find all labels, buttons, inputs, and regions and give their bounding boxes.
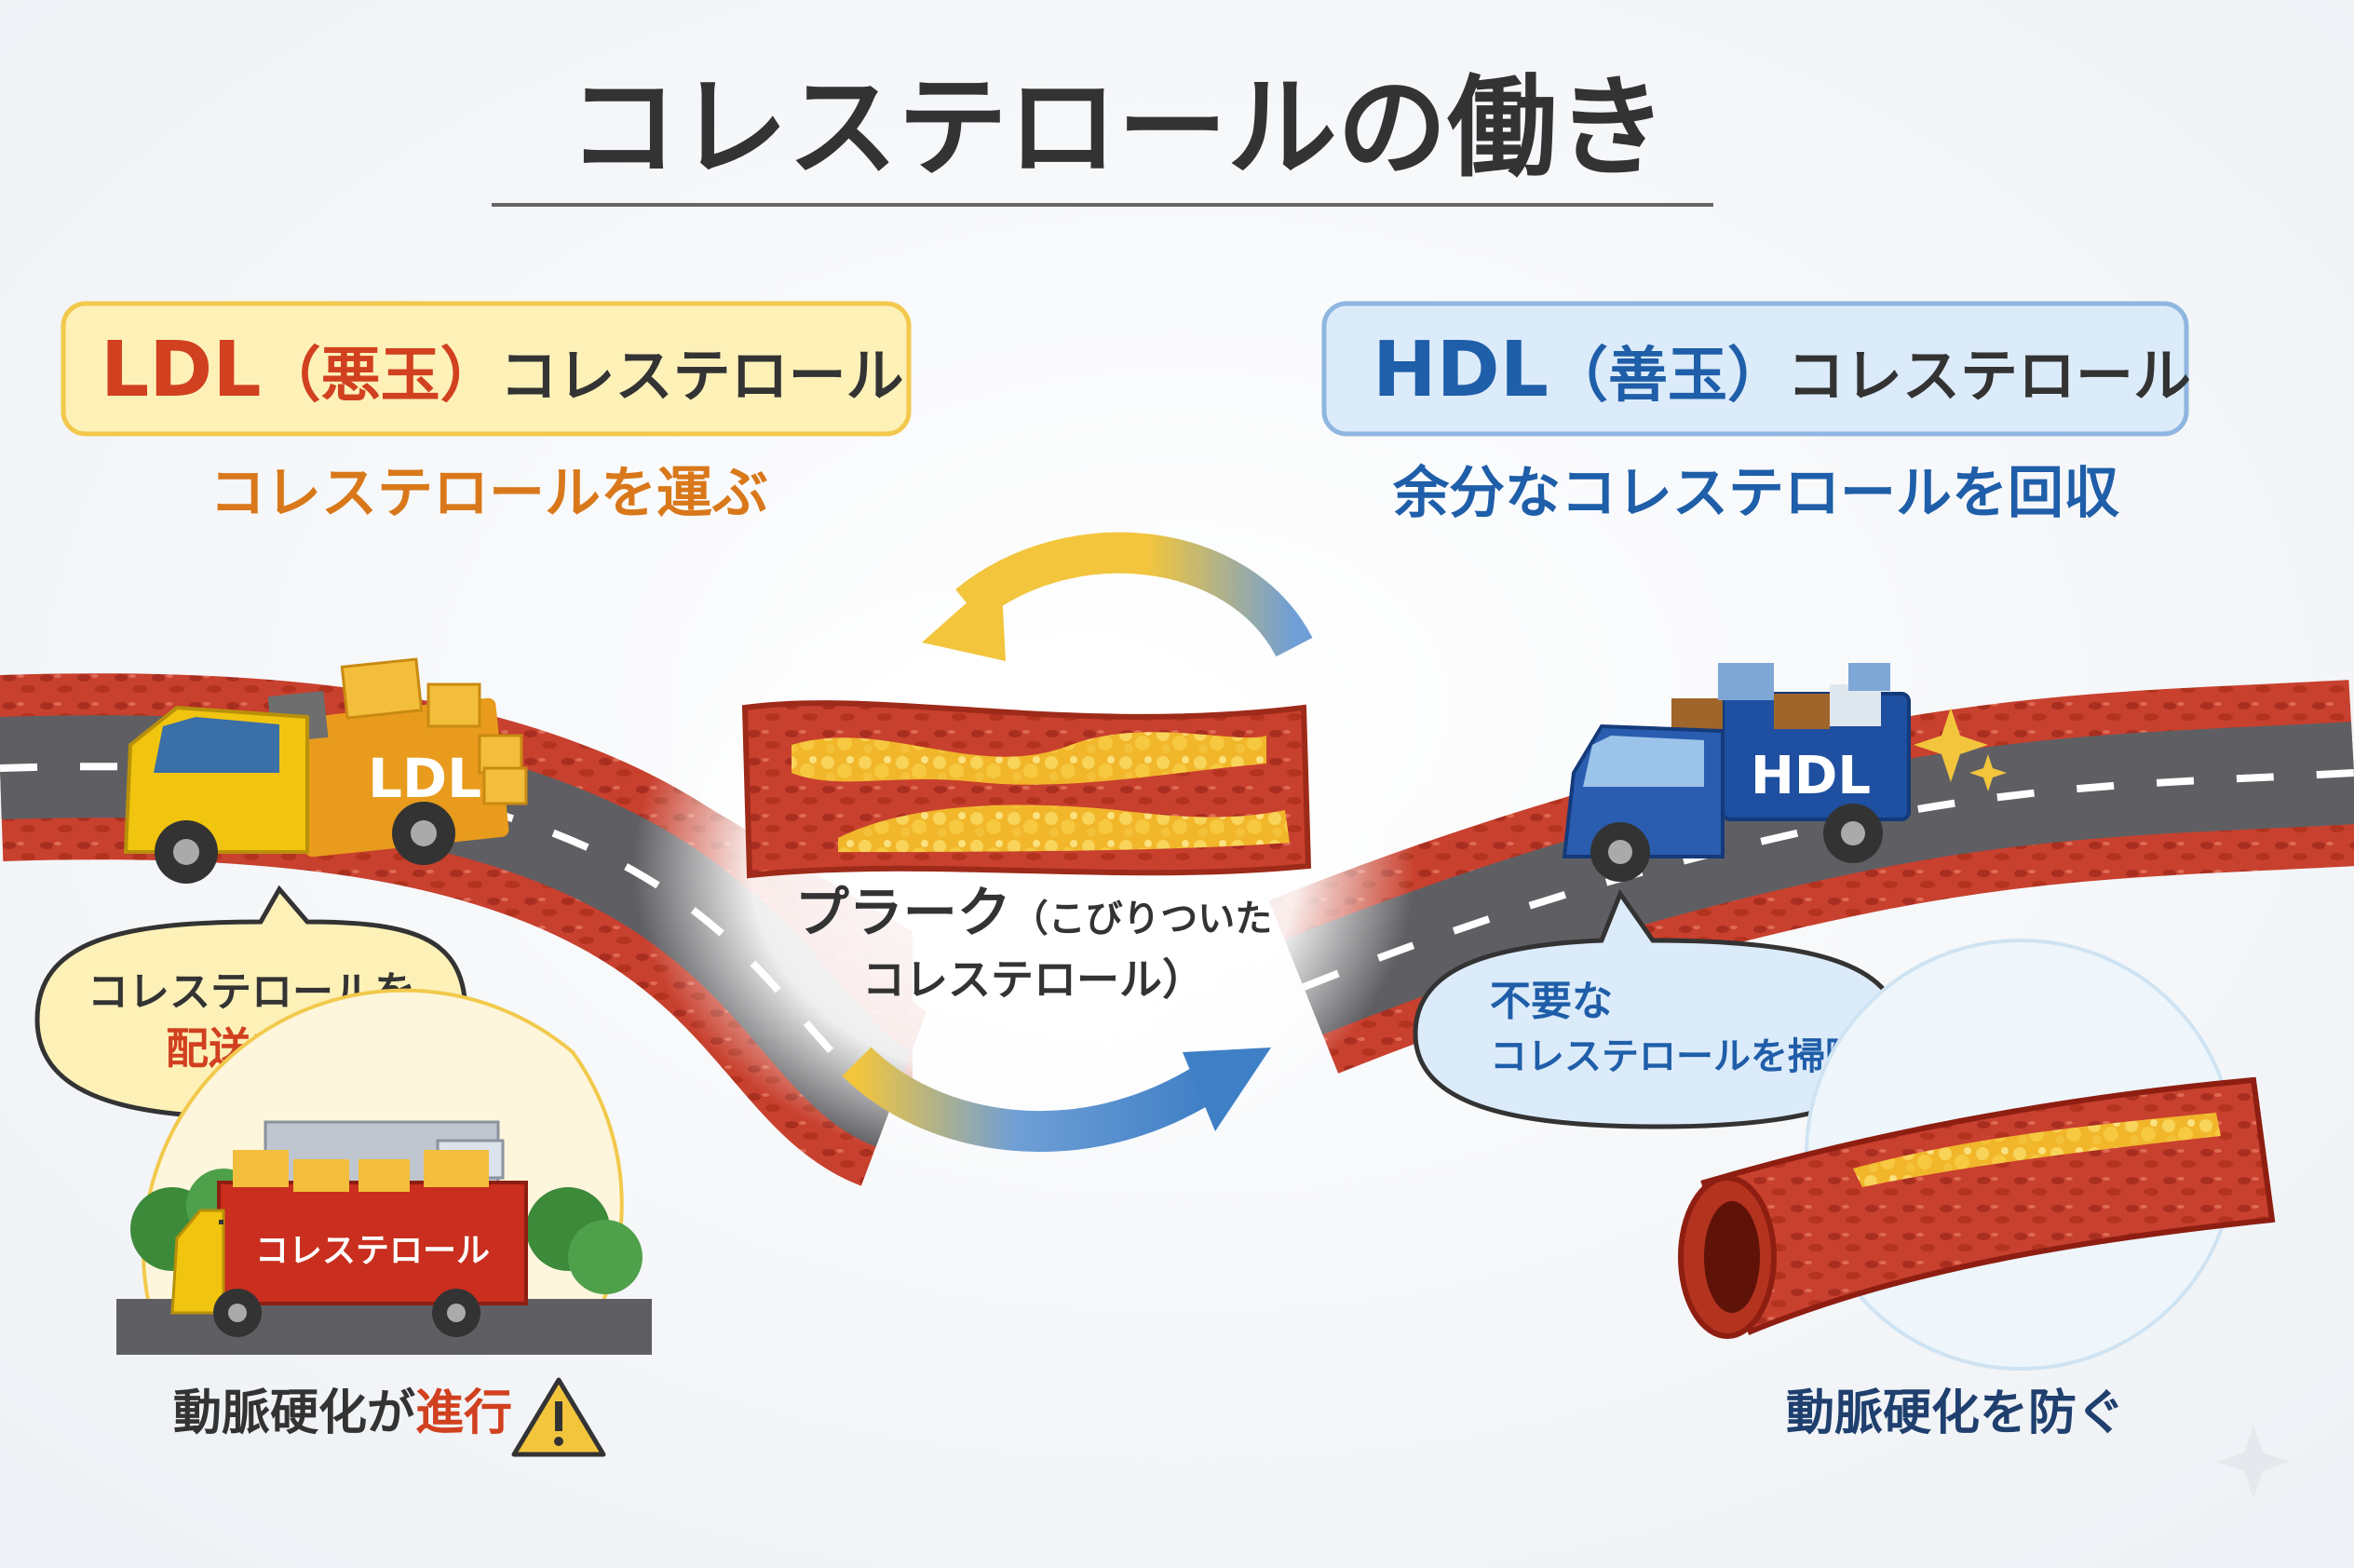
ldl-truck: LDL — [123, 657, 528, 884]
title-underline — [492, 203, 1713, 207]
hdl-badge-prefix: HDL — [1373, 326, 1549, 414]
cycle-arrow-bottom-head — [1183, 1048, 1271, 1131]
plaque-vessel — [741, 700, 1312, 879]
sparkle-icon — [1969, 754, 2007, 791]
hdl-badge-suffix: コレステロール — [1787, 342, 2191, 410]
ldl-badge-suffix: コレステロール — [500, 342, 904, 410]
ldl-badge-text: LDL（悪玉）コレステロール — [101, 326, 904, 414]
hdl-badge-paren: （善玉） — [1549, 342, 1787, 411]
ldl-badge-paren: （悪玉） — [262, 342, 500, 411]
ldl-outcome-text: 動脈硬化が — [173, 1386, 415, 1441]
sparkle-watermark-icon — [2216, 1425, 2291, 1499]
warning-icon — [511, 1377, 606, 1457]
page-title: コレステロールの働き — [568, 63, 1667, 192]
sparkle-icon — [1914, 708, 1988, 782]
ldl-badge: LDL（悪玉）コレステロール — [61, 301, 912, 437]
cycle-arrow-top-head — [922, 573, 1006, 661]
hdl-role: 余分なコレステロールを回収 — [1392, 461, 2119, 526]
plaque-label-paren: （こびりついた — [1011, 898, 1272, 940]
plaque-label: プラーク（こびりついた — [795, 881, 1272, 944]
cycle-arrow-bottom — [842, 1047, 1222, 1152]
cycle-arrow-top — [955, 532, 1313, 657]
ldl-badge-prefix: LDL — [101, 326, 262, 414]
plaque-label-line2: コレステロール） — [862, 954, 1205, 1005]
hdl-outcome: 動脈硬化を防ぐ — [1786, 1386, 2125, 1441]
hdl-truck: HDL — [1562, 663, 1911, 882]
ldl-outcome-highlight: 進行 — [415, 1386, 512, 1441]
ldl-truck-label: LDL — [368, 747, 481, 810]
hdl-badge-text: HDL（善玉）コレステロール — [1373, 326, 2191, 414]
ldl-outcome: 動脈硬化が進行 — [173, 1386, 512, 1441]
ldl-delivery-scene: コレステロール — [116, 988, 652, 1355]
hdl-truck-label: HDL — [1751, 746, 1871, 806]
delivery-truck-label: コレステロール — [255, 1232, 490, 1270]
plaque-label-main: プラーク — [795, 881, 1011, 944]
hdl-bubble-line1: 不要な — [1490, 978, 1613, 1025]
hdl-clean-artery-scene — [1678, 939, 2276, 1371]
hdl-badge: HDL（善玉）コレステロール — [1321, 301, 2191, 437]
ldl-role: コレステロールを運ぶ — [210, 461, 768, 526]
